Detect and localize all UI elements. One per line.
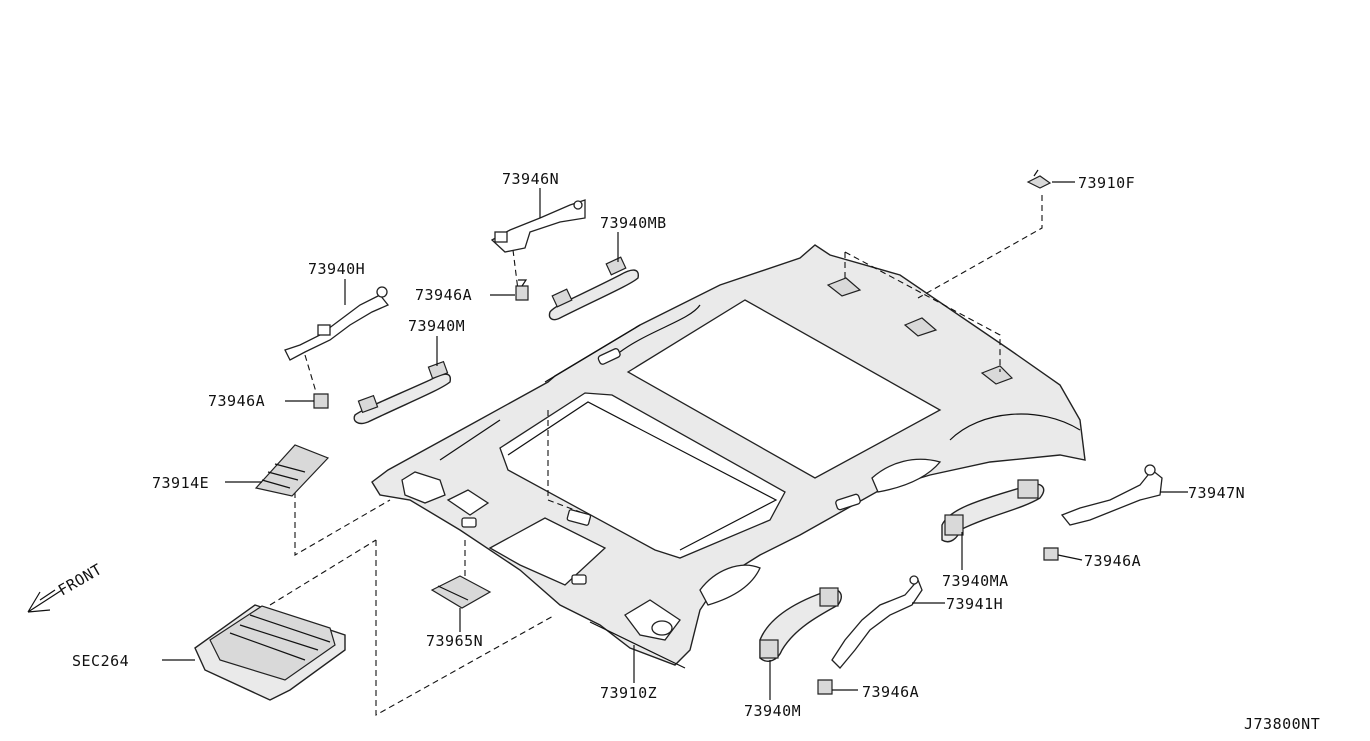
bracket-73941H (831, 575, 923, 669)
assist-grip-73940MB (548, 256, 639, 321)
callout-labels: 73946N 73940MB 73910F 73940H 73946A 7394… (72, 170, 1320, 733)
leader-lines (162, 181, 1188, 700)
label-73946A-left: 73946A (208, 392, 265, 410)
front-label: FRONT (55, 560, 105, 599)
clip-73910F (1026, 169, 1052, 189)
bracket-73947N (1060, 464, 1163, 526)
label-73946A-top: 73946A (415, 286, 472, 304)
clip-73946A-left (313, 393, 329, 409)
assist-grip-73940MA (941, 479, 1045, 543)
guide-lines (269, 195, 1043, 716)
label-73946A-bottom: 73946A (862, 683, 919, 701)
bracket-73940H (284, 286, 390, 361)
bracket-73946N (490, 199, 586, 253)
label-73940MA: 73940MA (942, 572, 1009, 590)
label-73940M-bottom: 73940M (744, 702, 801, 720)
map-lamp-SEC264 (194, 604, 346, 701)
clip-73946A-bottom (817, 679, 833, 695)
bracket-73965N (430, 575, 492, 609)
label-73910F: 73910F (1078, 174, 1135, 192)
pad-73914E (254, 444, 330, 497)
label-73941H: 73941H (946, 595, 1003, 613)
label-73940M-top: 73940M (408, 317, 465, 335)
label-73940H: 73940H (308, 260, 365, 278)
label-73947N: 73947N (1188, 484, 1245, 502)
clip-73946A-right (1043, 547, 1059, 561)
diagram-id: J73800NT (1244, 715, 1320, 733)
assist-grip-73940M-top (353, 360, 452, 425)
assist-grip-73940M-bottom (759, 587, 842, 662)
label-73914E: 73914E (152, 474, 209, 492)
label-73965N: 73965N (426, 632, 483, 650)
label-73946N: 73946N (502, 170, 559, 188)
headlining-73910Z (371, 244, 1086, 669)
label-73940MB: 73940MB (600, 214, 667, 232)
label-73910Z: 73910Z (600, 684, 657, 702)
front-arrow: FRONT (27, 560, 105, 613)
label-73946A-right: 73946A (1084, 552, 1141, 570)
label-SEC264: SEC264 (72, 652, 129, 670)
clip-73946A-top (515, 279, 529, 301)
